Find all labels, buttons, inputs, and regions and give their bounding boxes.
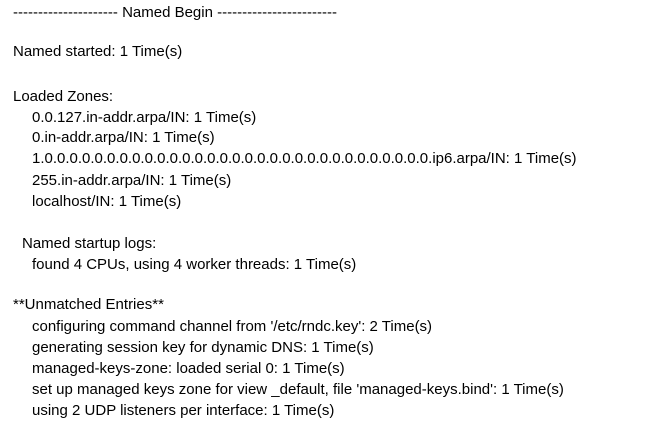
zone-entry: 255.in-addr.arpa/IN: 1 Time(s)	[32, 172, 232, 189]
unmatched-entry: generating session key for dynamic DNS: …	[32, 339, 374, 356]
unmatched-entry: set up managed keys zone for view _defau…	[32, 381, 564, 398]
section-header: --------------------- Named Begin ------…	[13, 4, 338, 21]
unmatched-entries-heading: **Unmatched Entries**	[13, 296, 164, 313]
zone-entry: 0.in-addr.arpa/IN: 1 Time(s)	[32, 129, 215, 146]
zone-entry: 0.0.127.in-addr.arpa/IN: 1 Time(s)	[32, 109, 257, 126]
startup-log-entry: found 4 CPUs, using 4 worker threads: 1 …	[32, 256, 357, 273]
unmatched-entry: configuring command channel from '/etc/r…	[32, 318, 433, 335]
zone-entry: 1.0.0.0.0.0.0.0.0.0.0.0.0.0.0.0.0.0.0.0.…	[32, 150, 577, 167]
unmatched-entry: using 2 UDP listeners per interface: 1 T…	[32, 402, 335, 419]
unmatched-entry: managed-keys-zone: loaded serial 0: 1 Ti…	[32, 360, 345, 377]
zone-entry: localhost/IN: 1 Time(s)	[32, 193, 182, 210]
startup-logs-heading: Named startup logs:	[22, 235, 157, 252]
loaded-zones-heading: Loaded Zones:	[13, 88, 114, 105]
named-started-line: Named started: 1 Time(s)	[13, 43, 183, 60]
